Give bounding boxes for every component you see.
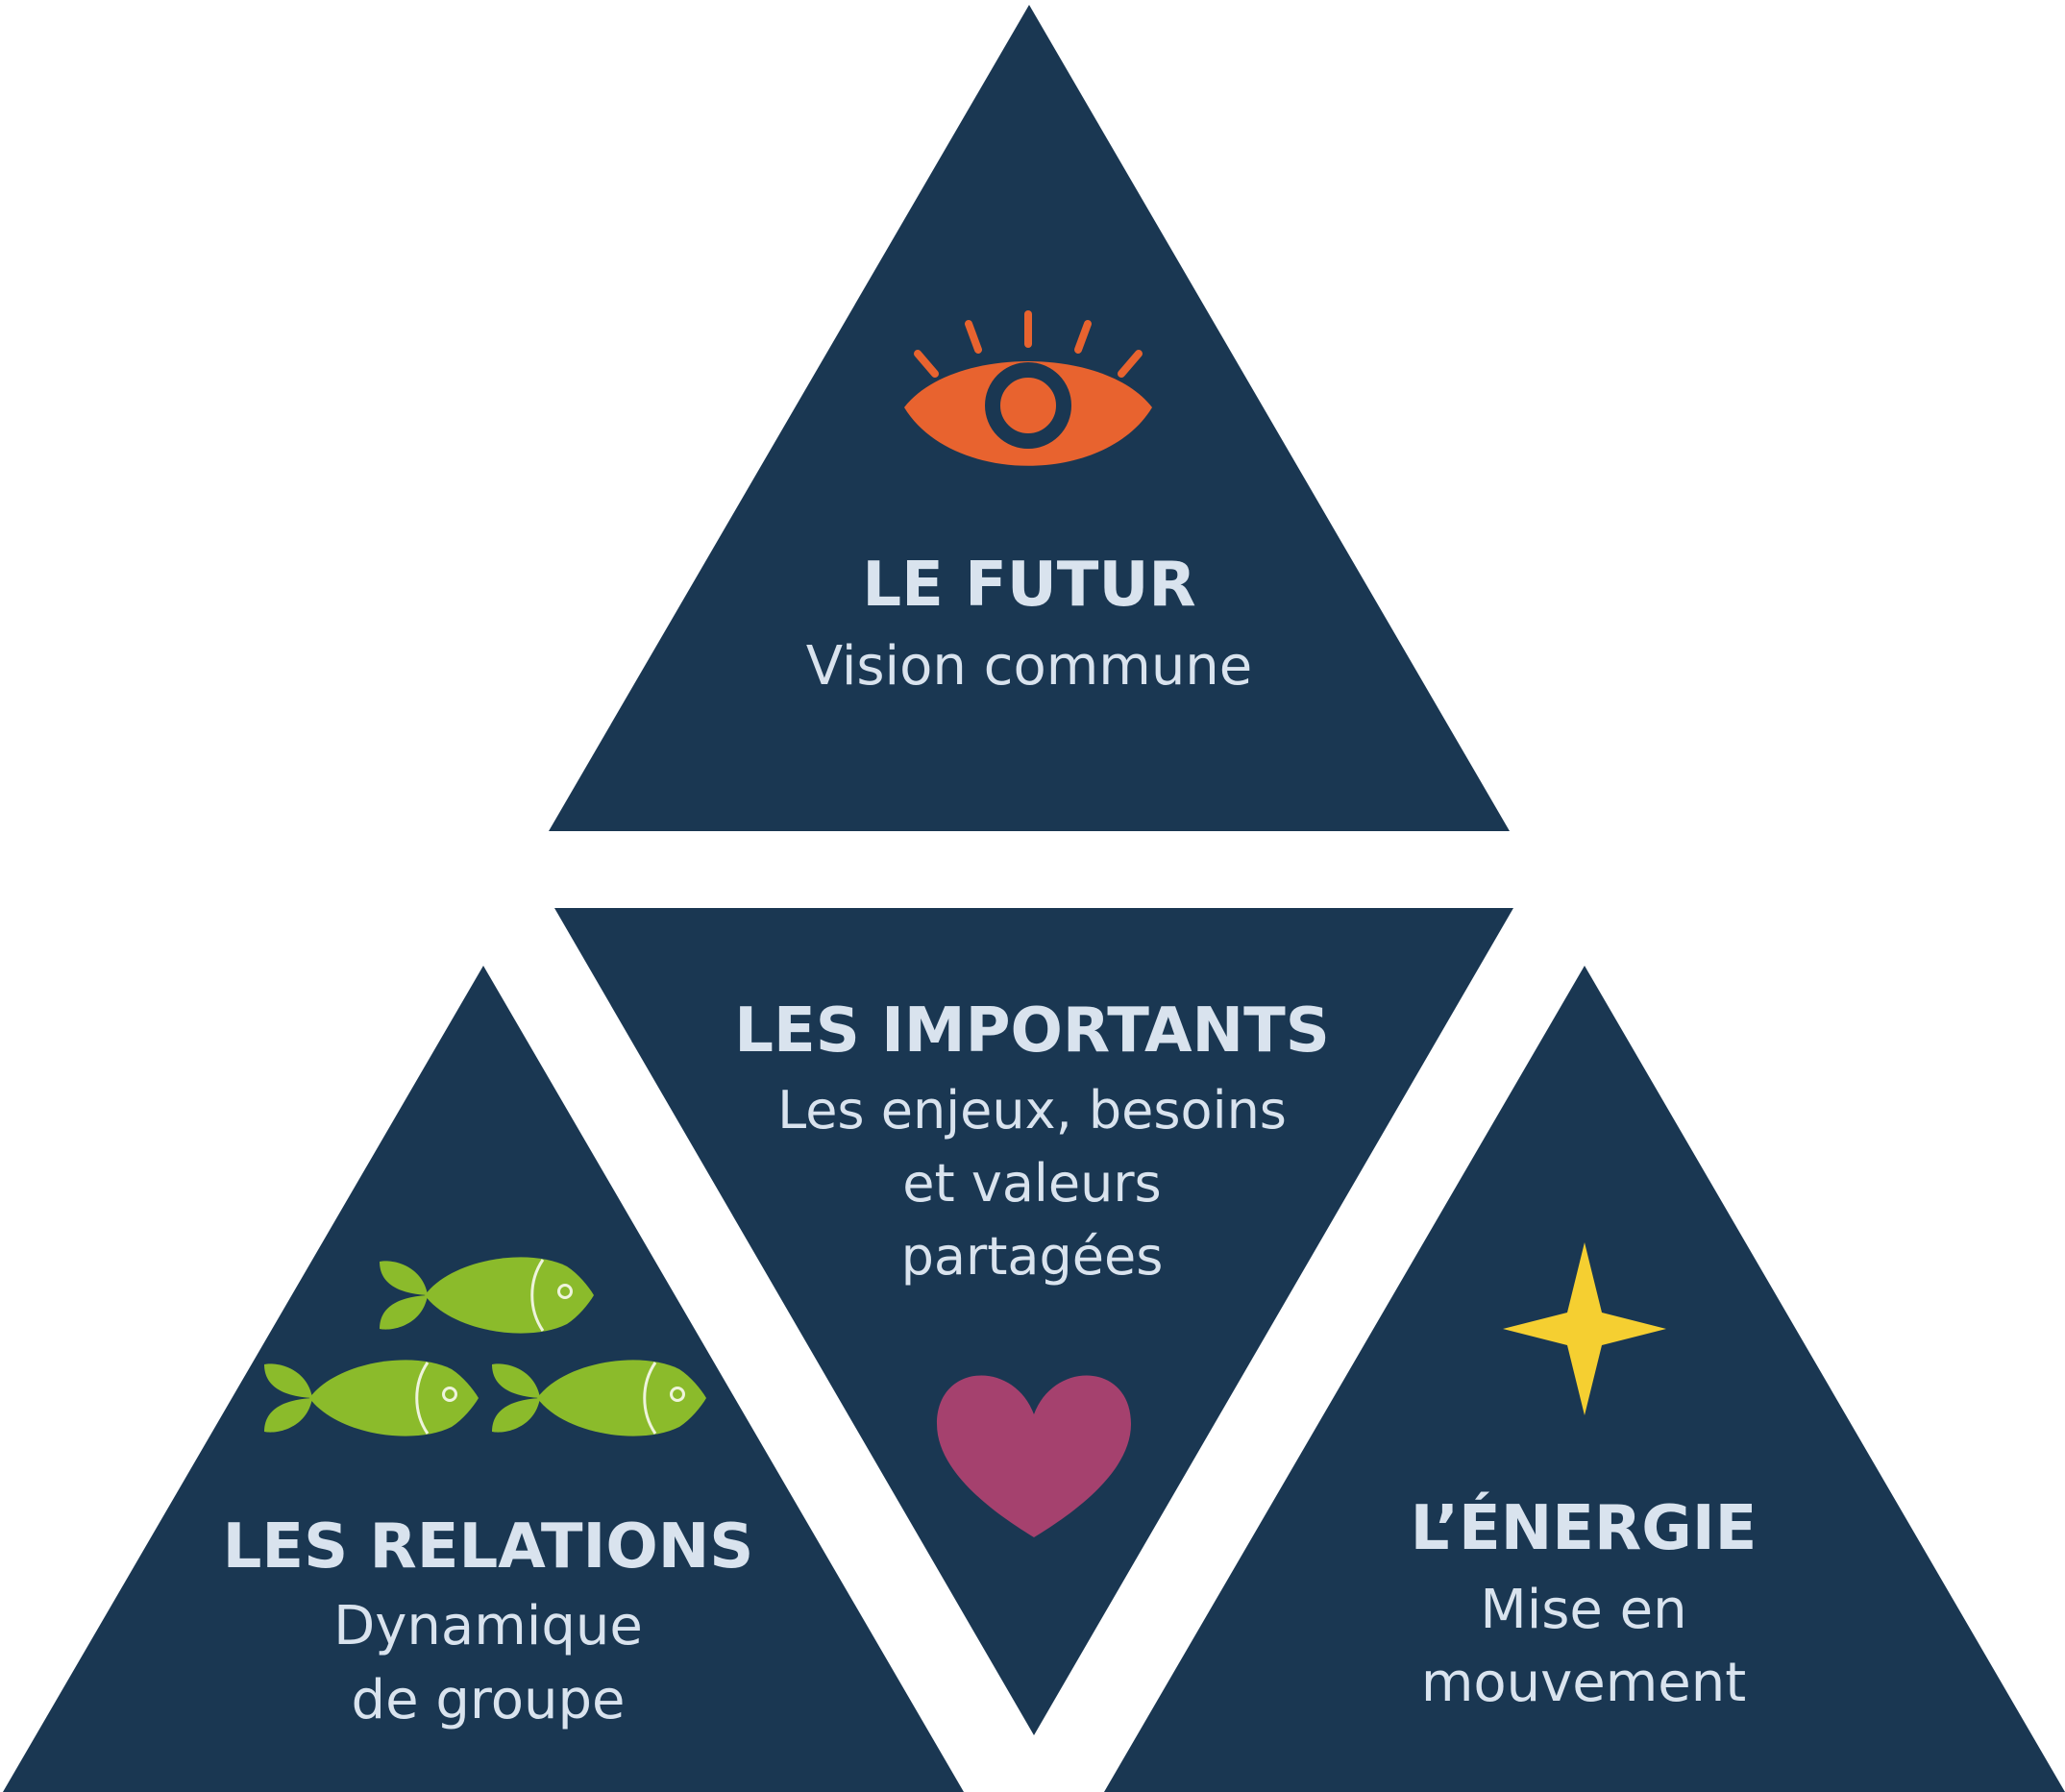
energie-line-1: Mise en — [1480, 1579, 1686, 1641]
energie-title: L’ÉNERGIE — [1411, 1491, 1758, 1564]
importants-line-2: et valeurs — [902, 1153, 1161, 1214]
star-icon — [1503, 1242, 1666, 1415]
relations-title: LES RELATIONS — [223, 1511, 754, 1583]
triangle-relations — [3, 966, 964, 1792]
relations-line-2: de groupe — [352, 1669, 626, 1731]
heart-icon — [937, 1375, 1131, 1537]
eye-icon — [904, 310, 1152, 466]
futur-subtitle: Vision commune — [806, 635, 1253, 698]
futur-title: LE FUTUR — [862, 550, 1195, 621]
importants-line-3: partagées — [901, 1226, 1164, 1287]
triangle-importants — [554, 908, 1513, 1735]
importants-title: LES IMPORTANTS — [734, 995, 1330, 1067]
relations-line-1: Dynamique — [333, 1595, 643, 1657]
energie-line-2: mouvement — [1421, 1652, 1746, 1714]
importants-line-1: Les enjeux, besoins — [777, 1080, 1287, 1141]
